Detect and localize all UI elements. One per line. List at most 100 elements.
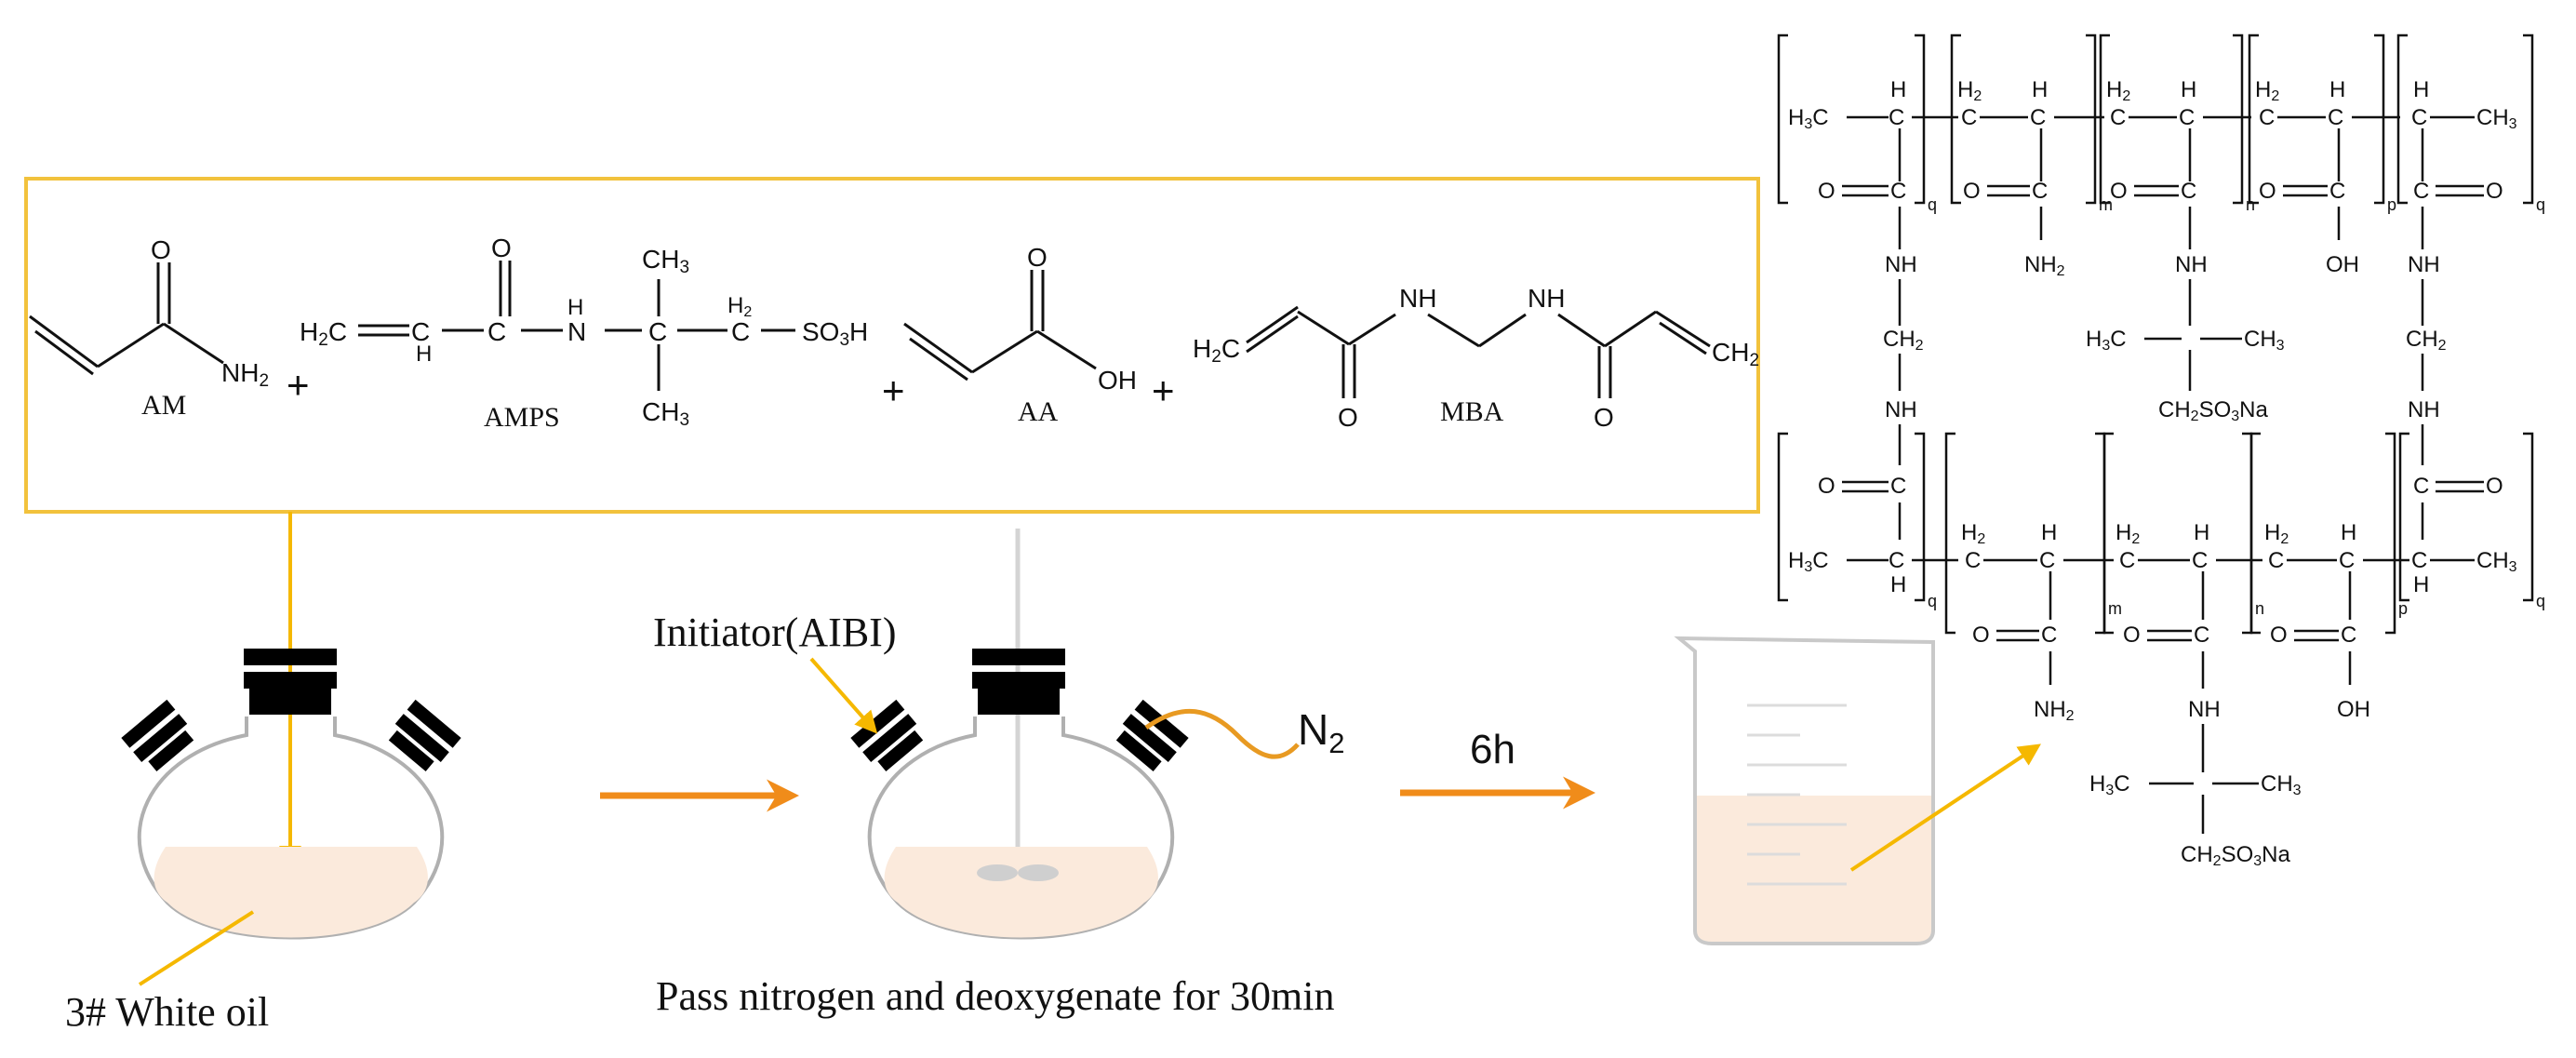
top-amps-h3c-label: H3C bbox=[2086, 327, 2127, 354]
mba-oxygen-left-label: O bbox=[1338, 403, 1358, 432]
bottom-carbonyl-2-o-label: O bbox=[1972, 623, 1990, 648]
top-sub-m: m bbox=[2099, 195, 2113, 214]
top-carbonyl-4-c-label: C bbox=[2329, 179, 2345, 204]
top-carbonyl-5-c-label: C bbox=[2413, 179, 2429, 204]
bottom-bracket-2-right bbox=[2095, 432, 2106, 635]
top-carbonyl-2-o-label: O bbox=[1963, 179, 1981, 204]
top-carbonyl-5-o-label: O bbox=[2486, 179, 2503, 204]
flask-1-liquid bbox=[153, 847, 428, 938]
am-oxygen-label: O bbox=[151, 235, 171, 264]
bottom-ch2-2-c-label: C bbox=[1965, 548, 1981, 573]
amps-ch-h-label: H bbox=[416, 342, 432, 367]
bottom-ch2-3-c-label: C bbox=[2119, 548, 2135, 573]
bottom-bracket-1-right bbox=[1915, 432, 1926, 602]
beaker-liquid bbox=[1695, 796, 1933, 944]
top-carbonyl-3-c-label: C bbox=[2181, 179, 2196, 204]
initiator-pointer bbox=[809, 657, 878, 734]
beaker-outline bbox=[1674, 636, 1935, 945]
mba-structure bbox=[1246, 305, 1711, 398]
bottom-end-ch3-label: CH3 bbox=[2476, 548, 2517, 575]
bottom-sub-n: n bbox=[2255, 599, 2264, 618]
bottom-ch2-3-h2-label: H2 bbox=[2116, 520, 2140, 547]
amps-nh-h-label: H bbox=[567, 295, 583, 320]
top-ch2-4-c-label: C bbox=[2259, 105, 2275, 130]
bottom-nh2-label: NH2 bbox=[2034, 697, 2075, 724]
mba-nh-left-label: NH bbox=[1399, 284, 1436, 313]
bottom-bracket-4-left bbox=[2249, 432, 2261, 635]
amps-oxygen-label: O bbox=[491, 234, 512, 262]
top-h3c-label: H3C bbox=[1788, 105, 1829, 132]
beaker bbox=[1674, 636, 1935, 945]
am-nh2-label: NH2 bbox=[221, 358, 269, 391]
bottom-carbonyl-1-o-label: O bbox=[1818, 474, 1835, 499]
top-bracket-4-right bbox=[2374, 33, 2385, 205]
bottom-ch2-4-c-label: C bbox=[2268, 548, 2284, 573]
top-carbonyl-3-o-label: O bbox=[2110, 179, 2128, 204]
bottom-carbonyl-4-o-label: O bbox=[2270, 623, 2288, 648]
bottom-sub-q-2: q bbox=[2536, 592, 2545, 610]
top-end-ch3-label: CH3 bbox=[2476, 105, 2517, 132]
bottom-ch-5-label: C bbox=[2411, 548, 2427, 573]
bottom-amps-ch3-label: CH3 bbox=[2261, 771, 2302, 798]
amps-n-label: N bbox=[567, 317, 586, 346]
top-bracket-4-left bbox=[2248, 33, 2259, 205]
amps-structure bbox=[358, 261, 795, 391]
mba-ch2-label: CH2 bbox=[1712, 338, 1759, 370]
bottom-bracket-5-right bbox=[2523, 432, 2534, 602]
top-bracket-5-left bbox=[2396, 33, 2408, 205]
bottom-ch-2-label: C bbox=[2039, 548, 2055, 573]
bottom-bracket-4-right bbox=[2385, 432, 2396, 635]
bottom-ch-3-h-label: H bbox=[2194, 520, 2209, 545]
top-amps-ch3-label: CH3 bbox=[2244, 327, 2285, 354]
beaker-graduations bbox=[1747, 703, 1847, 886]
stirrer-blade bbox=[977, 864, 1059, 881]
top-amps-ch2so3na-label: CH2SO3Na bbox=[2158, 397, 2269, 424]
top-bracket-1-left bbox=[1777, 33, 1788, 205]
bottom-ch-1-h-label: H bbox=[1890, 572, 1906, 597]
bottom-ch-3-label: C bbox=[2192, 548, 2208, 573]
top-ch-3-h-label: H bbox=[2181, 77, 2196, 102]
plus-sign-2: + bbox=[882, 368, 905, 412]
flask-2-left-stopper bbox=[850, 699, 924, 771]
amps-ch2-c-label: C bbox=[731, 317, 750, 346]
crosslink-1-nh-label: NH bbox=[1885, 397, 1917, 422]
bottom-sub-q-1: q bbox=[1928, 592, 1937, 610]
flask-2 bbox=[850, 529, 1300, 940]
bottom-sub-m: m bbox=[2108, 599, 2122, 618]
amps-h2c-label: H2C bbox=[300, 317, 347, 350]
plus-sign-3: + bbox=[1152, 368, 1175, 412]
top-sub-p: p bbox=[2387, 195, 2396, 214]
bottom-bracket-5-left bbox=[2398, 432, 2409, 602]
crosslink-2-ch2-label: CH2 bbox=[2406, 327, 2447, 354]
monomer-box-border bbox=[24, 177, 1760, 514]
duration-label: 6h bbox=[1470, 727, 1515, 772]
bottom-amps-nh-label: NH bbox=[2188, 697, 2221, 722]
plus-sign-1: + bbox=[287, 363, 310, 407]
top-ch-4-label: C bbox=[2328, 105, 2343, 130]
mba-h2c-label: H2C bbox=[1193, 334, 1240, 367]
top-amps-nh-label: NH bbox=[2175, 252, 2208, 277]
product-pointer bbox=[1849, 743, 2041, 872]
mba-label: MBA bbox=[1440, 396, 1504, 427]
bottom-carbonyl-5-o-label: O bbox=[2486, 474, 2503, 499]
bottom-carbonyl-3-o-label: O bbox=[2123, 623, 2141, 648]
top-nh2-label: NH2 bbox=[2024, 252, 2065, 279]
bottom-carbonyl-3-c-label: C bbox=[2194, 623, 2209, 648]
top-bracket-2-right bbox=[2086, 33, 2097, 205]
amps-quaternary-c-label: C bbox=[648, 317, 667, 346]
top-carbonyl-1-c-label: C bbox=[1890, 179, 1906, 204]
top-carbonyl-2-c-label: C bbox=[2032, 179, 2048, 204]
top-sub-n: n bbox=[2246, 195, 2255, 214]
top-bracket-5-right bbox=[2523, 33, 2534, 205]
top-ch2-3-h2-label: H2 bbox=[2106, 77, 2130, 104]
amps-h2-label: H2 bbox=[727, 293, 752, 320]
top-oh-label: OH bbox=[2326, 252, 2359, 277]
bottom-carbonyl-5-c-label: C bbox=[2413, 474, 2429, 499]
white-oil-label: 3# White oil bbox=[65, 989, 269, 1035]
nitrogen-step-label: Pass nitrogen and deoxygenate for 30min bbox=[656, 973, 1335, 1019]
amps-ch3-bottom-label: CH3 bbox=[642, 397, 689, 430]
crosslink-1-ch2-label: CH2 bbox=[1883, 327, 1924, 354]
amps-carbonyl-c-label: C bbox=[487, 317, 506, 346]
